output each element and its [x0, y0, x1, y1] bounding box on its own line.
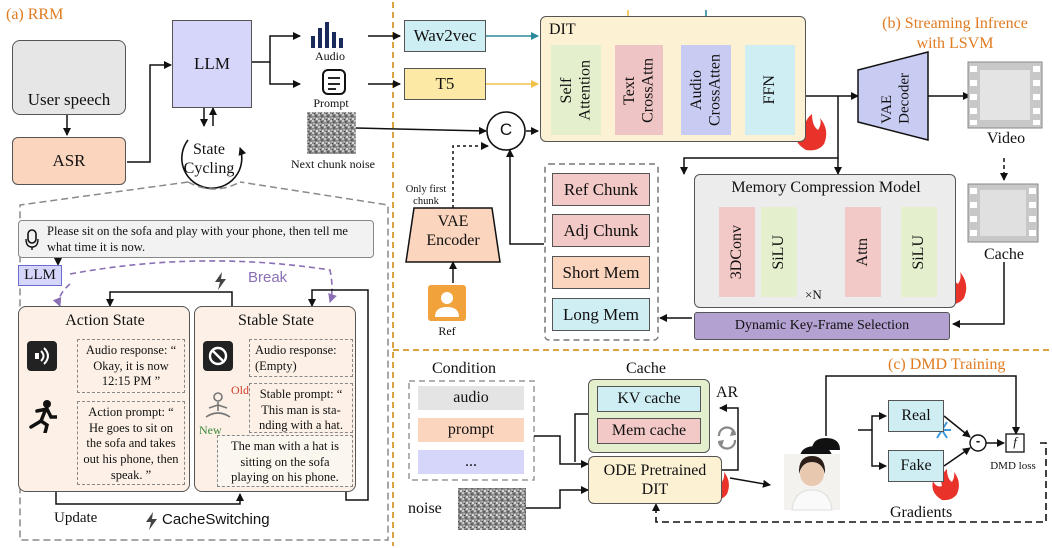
- user-speech-box: User speech: [12, 40, 126, 115]
- meditate-icon: [205, 392, 231, 418]
- concat-icon: [486, 111, 526, 151]
- mem-cache-box: Mem cache: [597, 418, 701, 444]
- ar-label: AR: [716, 384, 739, 401]
- llm-small-box: LLM: [18, 265, 62, 286]
- times-n-label: ×N: [805, 287, 822, 302]
- dmd-cache-panel: KV cache Mem cache: [588, 379, 710, 453]
- cond-audio: audio: [418, 386, 524, 410]
- ode-dit-box: ODE Pretrained DIT: [588, 456, 722, 504]
- person-icon: [428, 285, 466, 321]
- vae-decoder-shape: [857, 51, 929, 141]
- cache-switching-icon: [146, 512, 157, 530]
- audio-label: Audio: [315, 49, 345, 63]
- f-symbol: f: [1013, 434, 1017, 449]
- cache-label: Cache: [984, 246, 1024, 263]
- update-label: Update: [54, 510, 98, 526]
- vae-encoder-label: VAE Encoder: [426, 213, 480, 250]
- asr-box: ASR: [12, 137, 126, 185]
- dit-title: DIT: [549, 21, 576, 38]
- new-label: New: [199, 423, 222, 437]
- dmd-cache-label: Cache: [626, 360, 666, 377]
- silu-block-2: SiLU: [901, 207, 937, 297]
- action-prompt: Action prompt: “ He goes to sit on the s…: [77, 401, 185, 485]
- vae-encoder-shape: [405, 207, 501, 263]
- stable-prompt: Stable prompt: “ This man is sta- nding …: [249, 383, 353, 448]
- film-icon: [967, 61, 1043, 129]
- next-chunk-noise-label: Next chunk noise: [291, 157, 375, 171]
- break-label: Break: [248, 269, 288, 286]
- llm-box: LLM: [172, 20, 252, 108]
- noise-input-icon: [458, 488, 526, 530]
- llm-label: LLM: [194, 54, 230, 73]
- state-cycling-arrow: [181, 139, 247, 190]
- ffn-block: FFN: [745, 45, 795, 135]
- memory-compression-panel: Memory Compression Model 3DConv SiLU Att…: [694, 174, 956, 308]
- wav2vec-box: Wav2vec: [404, 20, 486, 52]
- prompt-doc-icon: [322, 69, 346, 95]
- speaker-icon: [27, 341, 57, 371]
- memory-model-title: Memory Compression Model: [731, 179, 921, 196]
- condition-label: Condition: [432, 360, 497, 377]
- runner-icon: [29, 400, 57, 433]
- dmd-loss-label: DMD loss: [990, 460, 1036, 472]
- stable-state-title: Stable State: [238, 312, 314, 329]
- minus-symbol: -: [975, 433, 981, 448]
- cache-switching-label: CacheSwitching: [162, 511, 270, 528]
- stable-state-panel: Stable State Old New Audio response: (Em…: [194, 306, 356, 492]
- old-label: Old: [231, 383, 249, 397]
- dmd-section-title: (c) DMD Training: [888, 356, 1006, 373]
- noise-icon: [307, 112, 356, 154]
- long-mem-box: Long Mem: [552, 298, 650, 331]
- lightning-icon: [215, 272, 226, 290]
- ref-chunk-box: Ref Chunk: [552, 173, 650, 206]
- ref-label: Ref: [438, 324, 456, 338]
- kv-cache-box: KV cache: [597, 386, 701, 412]
- attn-block: Attn: [845, 207, 881, 297]
- chat-bubble: Please sit on the sofa and play with you…: [18, 220, 374, 258]
- adj-chunk-box: Adj Chunk: [552, 214, 650, 247]
- dynamic-keyframe-box: Dynamic Key-Frame Selection: [694, 312, 950, 340]
- video-label: Video: [986, 130, 1026, 147]
- only-first-chunk-label: Only first chunk: [405, 184, 447, 208]
- mic-icon: [25, 229, 39, 250]
- cond-more: ...: [418, 450, 524, 474]
- action-audio-response: Audio response: “ Okay, it is now 12:15 …: [77, 339, 185, 393]
- short-mem-box: Short Mem: [552, 256, 650, 289]
- noise-label: noise: [408, 500, 442, 517]
- audio-bars-icon: [311, 22, 343, 48]
- action-state-panel: Action State Audio response: “ Okay, it …: [18, 306, 190, 492]
- action-state-title: Action State: [65, 312, 145, 329]
- concat-symbol: C: [499, 120, 513, 139]
- user-speech-label: User speech: [27, 90, 111, 109]
- asr-label: ASR: [52, 151, 86, 170]
- cache-film-icon: [967, 183, 1039, 243]
- rrm-section-title: (a) RRM: [6, 6, 64, 23]
- stable-audio-response: Audio response: (Empty): [249, 339, 353, 377]
- gradients-label: Gradients: [890, 504, 953, 521]
- cond-prompt: prompt: [418, 418, 524, 442]
- real-box: Real: [888, 400, 944, 432]
- ban-icon: [203, 341, 233, 371]
- conv3d-block: 3DConv: [719, 207, 755, 297]
- streaming-section-title: (b) Streaming Infrence with LSVM: [882, 15, 1028, 52]
- new-stable-prompt: The man with a hat is sitting on the sof…: [217, 435, 353, 487]
- t5-box: T5: [404, 68, 486, 100]
- portrait-icon: [784, 438, 840, 511]
- chat-text: Please sit on the sofa and play with you…: [47, 224, 348, 255]
- silu-block-1: SiLU: [761, 207, 797, 297]
- refresh-icon: [717, 426, 737, 450]
- prompt-label: Prompt: [313, 96, 349, 110]
- fake-box: Fake: [888, 450, 944, 482]
- state-cycling-label: State Cycling: [183, 141, 235, 178]
